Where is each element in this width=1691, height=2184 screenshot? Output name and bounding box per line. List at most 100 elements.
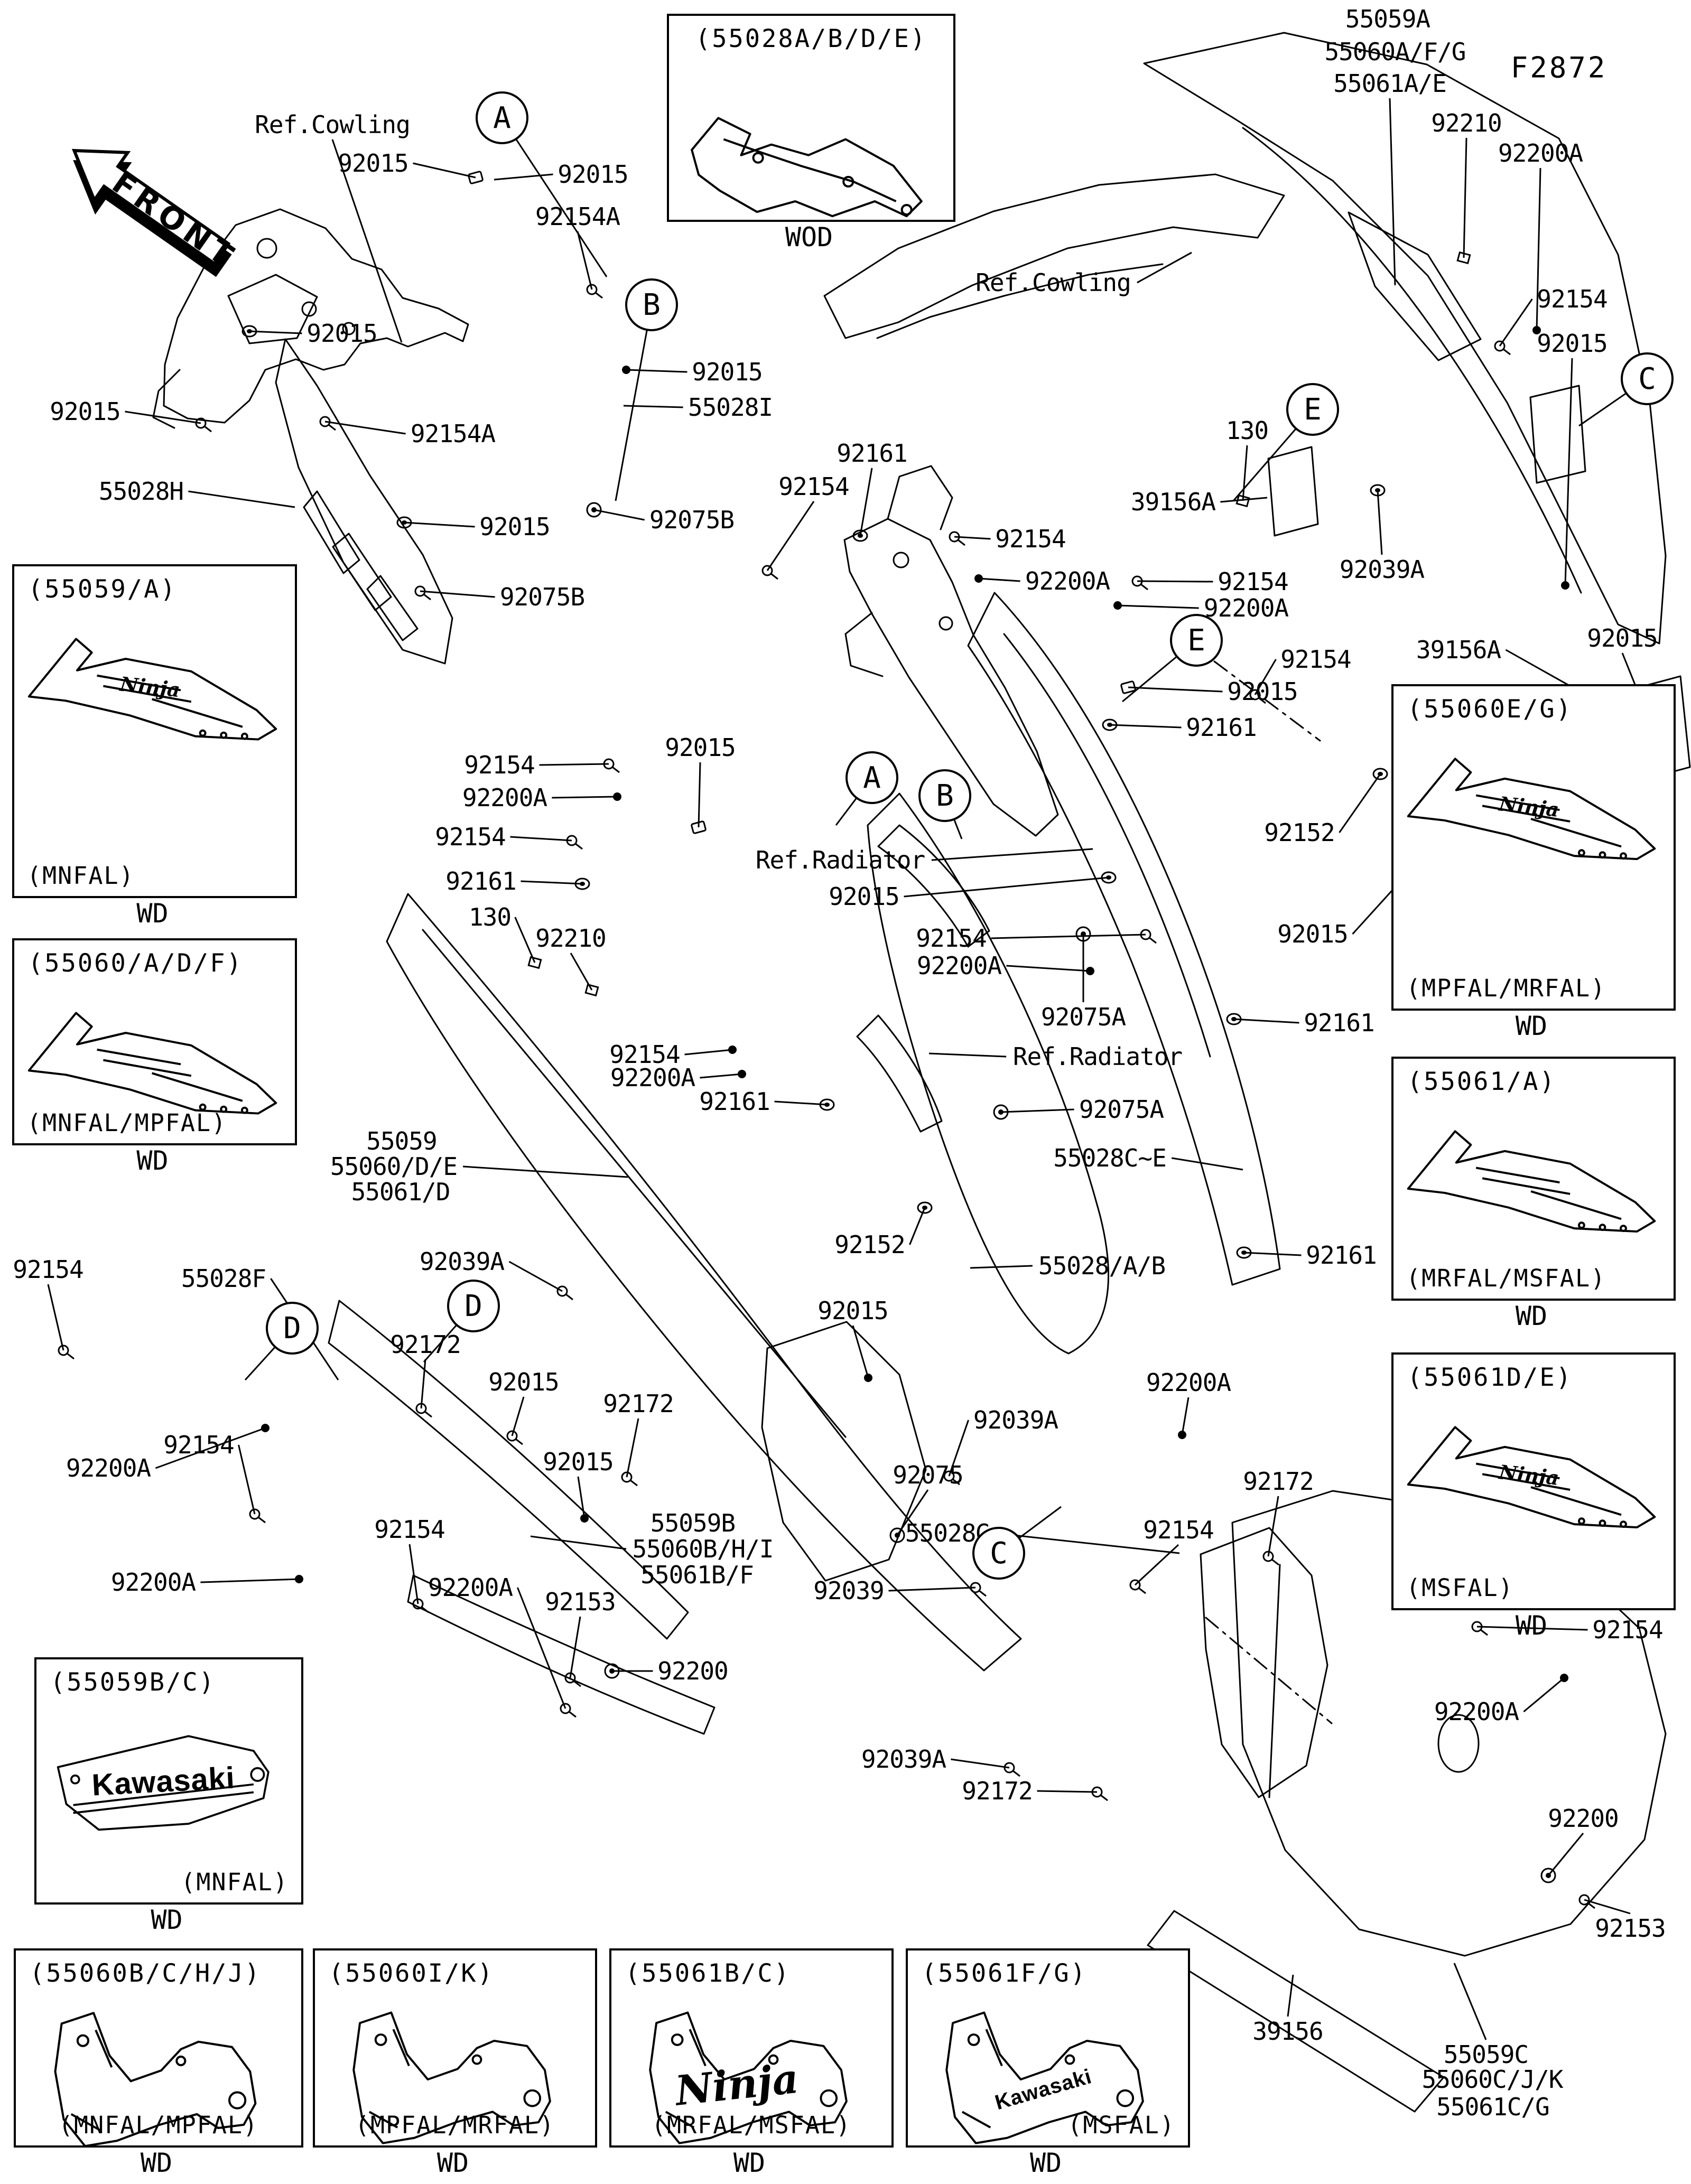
part-number-callout: 55060B/H/I [632,1535,774,1563]
part-number-callout: 92154 [435,823,506,851]
view-letter-C: C [972,1527,1025,1580]
inset-box: (55059/A)(MNFAL)Ninja [12,564,297,898]
part-number-callout: 92154 [163,1431,234,1459]
leader-lines [47,98,1675,2040]
leader-line [698,762,701,828]
inset-box-variant: (MRFAL/MSFAL) [1406,1264,1606,1292]
clip-icon [527,956,542,969]
bracket-shape [352,2011,551,2144]
part-number-callout: 55059 [366,1127,437,1155]
screw-icon [1131,575,1143,587]
leader-line [1578,392,1628,427]
part-number-callout: 92154A [535,202,620,231]
part-number-callout: 55059A [1345,5,1430,33]
part-number-callout: 92200 [657,1657,728,1685]
screw-icon [412,1598,424,1610]
screw-icon [1494,340,1506,352]
part-number-callout: 92015 [1227,677,1298,706]
screw-icon [970,1582,981,1593]
inset-box: (55060E/G)(MPFAL/MRFAL)Ninja [1391,684,1676,1011]
view-letter-B: B [918,769,971,822]
pin-icon [261,1424,270,1432]
leader-line [626,1418,639,1478]
inset-box-caption: WD [140,2148,173,2178]
leader-line [463,1165,628,1178]
part-number-callout: 55061C/G [1436,2093,1550,2121]
part-number-callout: 92154 [1592,1616,1663,1644]
part-number-callout: 92200A [610,1063,695,1092]
nut-icon [1236,1246,1252,1259]
screw-icon [595,292,603,299]
leader-line [1171,1157,1243,1171]
part-number-callout: 92154A [410,419,496,448]
inset-box: (55061/A) (MRFAL/MSFAL) [1391,1057,1676,1301]
leader-line [888,1586,976,1592]
grommet-icon [889,1527,905,1543]
nut-icon [1370,484,1386,497]
screw-icon [621,1471,633,1483]
view-letter-A: A [846,751,898,804]
screw-icon [515,1438,523,1445]
part-number-callout: 92039A [861,1745,946,1774]
screw-icon [1578,1894,1590,1906]
view-letter-B: B [625,278,678,331]
part-number-callout: 92210 [1431,109,1502,137]
screw-icon [1262,1551,1274,1562]
leader-line [530,1535,627,1550]
screw-icon [569,1711,577,1718]
part-number-callout: 92154 [374,1515,445,1544]
part-number-callout: 92172 [962,1777,1033,1805]
leader-line [1137,580,1213,583]
part-number-callout: 55028F [181,1264,266,1293]
part-number-callout: 92015 [338,149,408,178]
leader-line [324,421,406,435]
inset-box-caption: WD [436,2148,469,2178]
nut-icon [1378,772,1383,776]
part-number-callout: 92075 [893,1461,963,1489]
inset-box-variant: (MPFAL/MRFAL) [1406,974,1606,1002]
leader-line [155,1427,266,1469]
inset-box-title: (55061/A) [1407,1067,1556,1096]
part-number-callout: 92015 [558,160,628,189]
part-number-callout: Ref.Radiator [755,846,925,874]
screw-icon [1249,689,1261,701]
pin-icon [1113,601,1122,610]
pin-icon [974,574,983,583]
part-number-callout: 92152 [834,1230,905,1259]
part-number-callout: 55061B/F [640,1561,754,1589]
figure-code: F2872 [1510,51,1608,85]
part-number-callout: 55061/D [351,1178,451,1206]
screw-icon [612,766,620,773]
screw-icon [67,1352,75,1360]
screw-icon [328,424,336,431]
screw-icon [1004,1762,1015,1774]
pin-icon [1086,967,1094,975]
part-number-callout: 92015 [1277,920,1348,948]
view-letter-D: D [266,1302,319,1355]
part-number-callout: 39156A [1130,488,1216,516]
leader-line [331,139,403,343]
leader-line [684,1049,733,1056]
part-number-callout: 92039A [419,1247,505,1276]
inset-box-title: (55060I/K) [329,1959,494,1988]
part-number-callout: 92153 [545,1588,616,1616]
screw-icon [564,1672,576,1684]
screw-icon [415,1403,427,1414]
leader-line [1564,358,1573,586]
view-letter-D: D [447,1280,500,1332]
front-label: FRONT [106,164,244,276]
leader-line [1117,604,1199,609]
inset-box-caption: WD [136,898,169,929]
screw-icon [506,1430,518,1442]
part-number-callout: 92200A [1203,594,1289,622]
logo-ninja: Ninja [672,2055,801,2115]
leader-line [1339,773,1381,833]
inset-box: (55061F/G)(MSFAL)Kawasaki [906,1948,1190,2148]
leader-line [1137,251,1192,284]
grommet-icon [998,1109,1004,1115]
leader-line [413,162,476,179]
leader-line [954,536,991,540]
leader-line [948,1420,970,1477]
screw-icon [1503,348,1511,356]
